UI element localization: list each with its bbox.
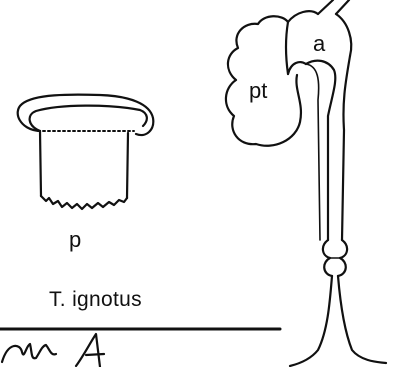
specimen-p-drawing [18, 95, 154, 209]
label-p: p [69, 229, 81, 251]
label-a: a [313, 33, 325, 55]
specimen-tube-drawing [226, 0, 386, 366]
handwritten-fragment [2, 334, 104, 367]
species-label: T. ignotus [49, 289, 142, 310]
label-pt: pt [249, 80, 267, 102]
